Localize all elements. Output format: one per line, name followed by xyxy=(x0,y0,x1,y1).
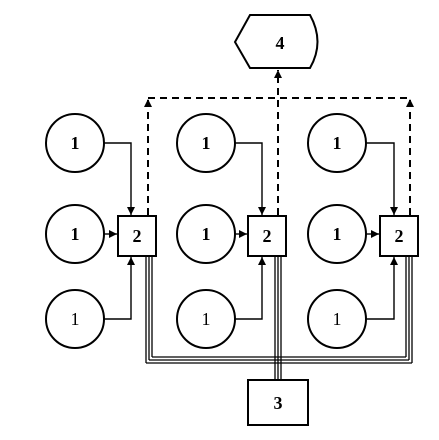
hub-node-label: 2 xyxy=(395,226,404,246)
hub-node: 2 xyxy=(117,215,157,257)
source-node-label: 1 xyxy=(333,309,342,329)
source-node: 1 xyxy=(176,289,236,349)
source-node: 1 xyxy=(45,204,105,264)
source-node: 1 xyxy=(307,113,367,173)
hub-node-label: 2 xyxy=(263,226,272,246)
source-node: 1 xyxy=(45,289,105,349)
source-node-label: 1 xyxy=(71,309,80,329)
display-node: 4 xyxy=(233,14,319,69)
collector-node-label: 3 xyxy=(274,393,283,413)
input-arrows xyxy=(235,142,266,320)
source-node-label: 1 xyxy=(333,224,342,244)
input-arrows xyxy=(104,142,135,320)
source-node: 1 xyxy=(307,289,367,349)
dashed-output-lines xyxy=(144,70,414,215)
source-node: 1 xyxy=(307,204,367,264)
source-node-label: 1 xyxy=(202,224,211,244)
source-node: 1 xyxy=(45,113,105,173)
display-node-label: 4 xyxy=(276,33,285,53)
source-node-label: 1 xyxy=(202,133,211,153)
source-node-label: 1 xyxy=(202,309,211,329)
collector-bus xyxy=(145,256,413,380)
hub-node-label: 2 xyxy=(133,226,142,246)
group-1: 1 1 1 2 xyxy=(45,113,157,349)
collector-node: 3 xyxy=(247,379,309,426)
hub-node: 2 xyxy=(247,215,287,257)
source-node-label: 1 xyxy=(71,224,80,244)
source-node: 1 xyxy=(176,113,236,173)
source-node-label: 1 xyxy=(71,133,80,153)
input-arrows xyxy=(366,142,398,320)
source-node-label: 1 xyxy=(333,133,342,153)
group-3: 1 1 1 2 xyxy=(307,113,419,349)
hub-node: 2 xyxy=(379,215,419,257)
source-node: 1 xyxy=(176,204,236,264)
group-2: 1 1 1 2 xyxy=(176,113,287,349)
